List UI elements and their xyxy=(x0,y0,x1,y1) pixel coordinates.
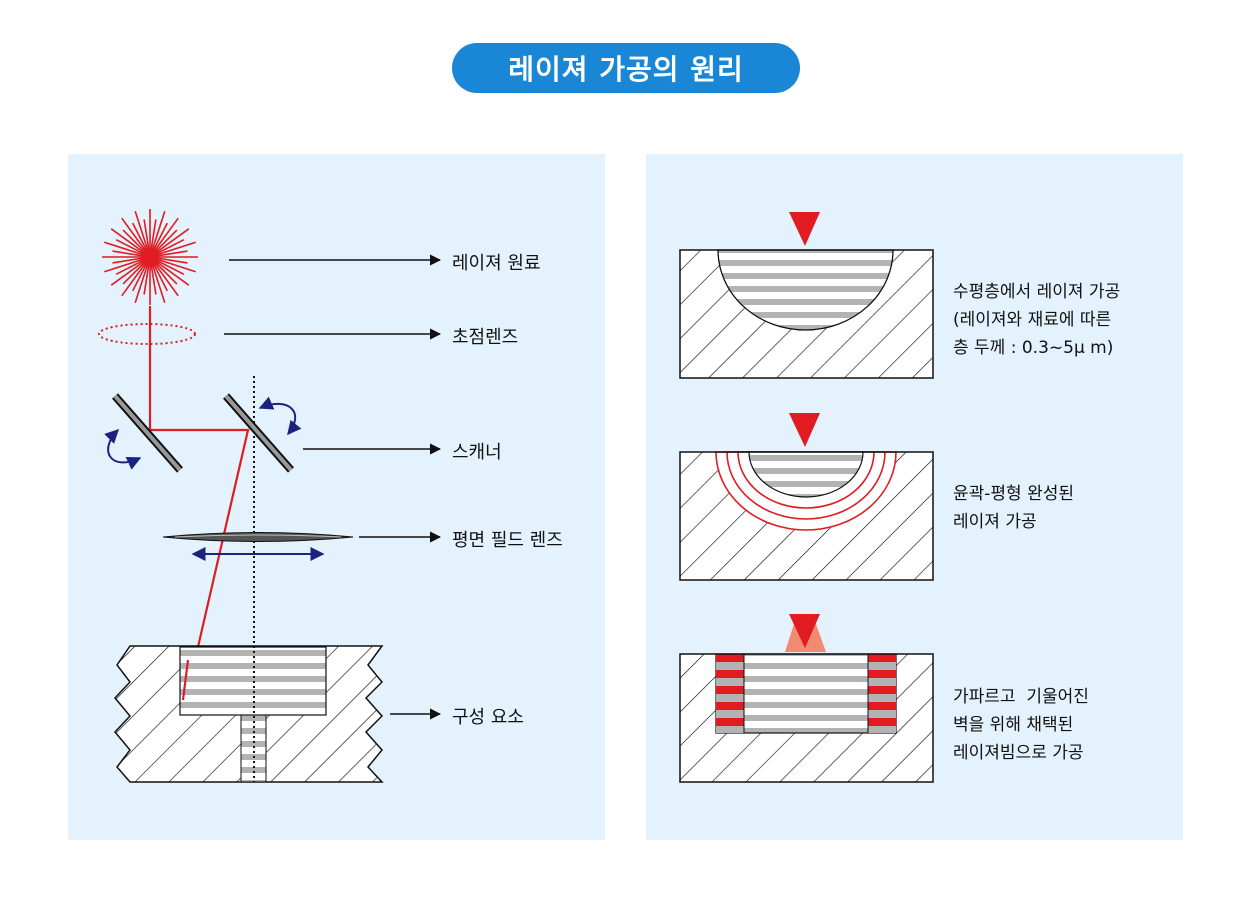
wall-layer xyxy=(868,702,896,710)
focus-lens-icon xyxy=(98,323,196,345)
wall-layer xyxy=(868,710,896,718)
red-wall-layers-left xyxy=(716,654,744,733)
laser-marker-icon xyxy=(789,413,820,447)
wall-layer xyxy=(716,670,744,678)
wall-layer xyxy=(716,654,744,662)
laser-ray xyxy=(134,211,151,258)
rotate-arrow-icon xyxy=(258,396,302,436)
wall-layer xyxy=(716,710,744,718)
wall-layer xyxy=(716,702,744,710)
laser-marker-icon xyxy=(789,212,820,246)
laser-marker-icon xyxy=(789,614,820,648)
wall-layer xyxy=(716,678,744,686)
wall-layer xyxy=(868,686,896,694)
laser-ray xyxy=(149,211,166,258)
wall-layer xyxy=(868,662,896,670)
wall-layer xyxy=(868,670,896,678)
page-title: 레이져 가공의 원리 xyxy=(508,53,744,86)
label-flat-field-lens: 평면 필드 렌즈 xyxy=(452,530,563,551)
laser-ray xyxy=(134,256,151,303)
wall-layer xyxy=(716,686,744,694)
diagram-contour-parallel xyxy=(679,413,934,581)
desc-contour-parallel: 윤곽-평형 완성된 레이져 가공 xyxy=(953,484,1075,532)
laser-beam-path xyxy=(148,306,250,713)
wall-layer xyxy=(868,678,896,686)
label-laser-source: 레이져 원료 xyxy=(452,253,541,274)
flat-field-lens-icon xyxy=(162,532,354,542)
component-block xyxy=(113,645,384,783)
title-banner: 레이져 가공의 원리 xyxy=(452,43,800,93)
wall-layer xyxy=(868,694,896,702)
laser-starburst-icon xyxy=(102,209,198,305)
wall-layer xyxy=(716,718,744,726)
label-component: 구성 요소 xyxy=(452,707,524,728)
laser-ray xyxy=(104,256,151,273)
desc-horizontal-layers: 수평층에서 레이져 가공 (레이져와 재료에 따른 층 두께 : 0.3~5μ … xyxy=(953,282,1121,358)
laser-ray xyxy=(149,256,166,303)
red-wall-layers-right xyxy=(868,654,896,733)
wall-layer xyxy=(868,718,896,726)
laser-ray xyxy=(149,241,196,258)
wall-layer xyxy=(716,726,744,733)
wall-layer xyxy=(868,726,896,733)
label-focus-lens: 초점렌즈 xyxy=(452,327,519,348)
rotate-arrow-icon xyxy=(104,429,142,470)
desc-steep-walls: 가파르고 기울어진 벽을 위해 채택된 레이져빔으로 가공 xyxy=(953,687,1089,763)
label-scanner: 스캐너 xyxy=(452,442,502,463)
laser-ray xyxy=(104,241,151,258)
diagram-steep-walls xyxy=(679,614,934,783)
wall-layer xyxy=(868,654,896,662)
wall-layer xyxy=(716,662,744,670)
laser-ray xyxy=(149,256,196,273)
wall-layer xyxy=(716,694,744,702)
diagram-horizontal-layers xyxy=(679,212,934,379)
